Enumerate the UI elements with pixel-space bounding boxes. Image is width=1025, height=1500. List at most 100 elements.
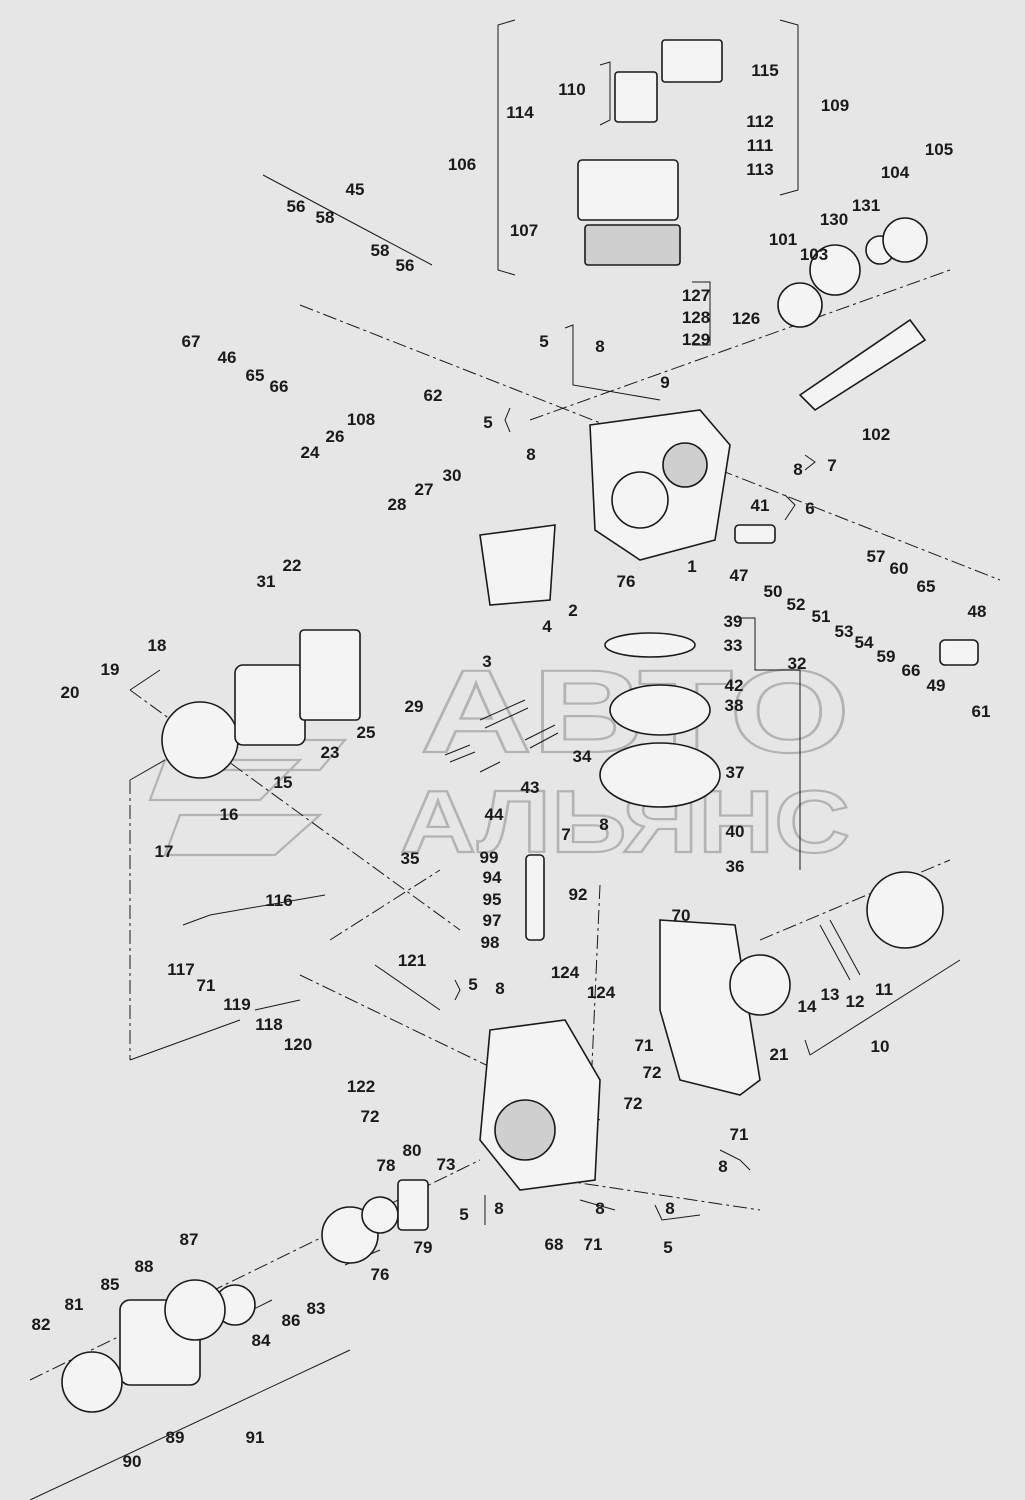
callout-119: 117 xyxy=(167,960,194,979)
callout-71: 71 xyxy=(730,1125,749,1144)
callout-72: 72 xyxy=(643,1063,662,1082)
callout-58: 58 xyxy=(371,241,390,260)
callout-92: 90 xyxy=(123,1452,142,1471)
callout-72: 71 xyxy=(635,1036,654,1055)
callout-45: 45 xyxy=(346,180,365,199)
callout-40: 40 xyxy=(726,822,745,841)
callout-66: 66 xyxy=(902,661,921,680)
callout-97: 94 xyxy=(483,868,502,887)
callout-19: 19 xyxy=(101,660,120,679)
callout-94: 91 xyxy=(246,1428,265,1447)
callout-42: 42 xyxy=(725,676,744,695)
callout-135: 130 xyxy=(820,210,848,229)
callout-52: 52 xyxy=(787,595,806,614)
callout-104: 102 xyxy=(862,425,890,444)
callout-60: 60 xyxy=(890,559,909,578)
callout-54: 54 xyxy=(855,633,874,652)
callout-12: 12 xyxy=(846,992,865,1011)
callout-127: 124 xyxy=(551,963,580,982)
rear-port-block xyxy=(479,1019,601,1191)
callout-110: 108 xyxy=(347,410,375,429)
callout-20: 20 xyxy=(61,683,80,702)
callout-8: 8 xyxy=(665,1199,674,1218)
callout-51: 51 xyxy=(812,607,831,626)
callout-49: 49 xyxy=(927,676,946,695)
callout-82: 80 xyxy=(403,1141,422,1160)
callout-57: 57 xyxy=(867,547,886,566)
piston-group xyxy=(729,871,944,1016)
callout-122: 120 xyxy=(284,1035,312,1054)
callout-9: 9 xyxy=(660,373,669,392)
callout-114: 112 xyxy=(746,112,773,131)
callout-89: 87 xyxy=(180,1230,199,1249)
callout-79: 76 xyxy=(371,1265,390,1284)
callout-46: 46 xyxy=(218,348,237,367)
callout-8: 8 xyxy=(595,1199,604,1218)
callout-101: 98 xyxy=(481,933,500,952)
callout-111: 109 xyxy=(821,96,849,115)
callout-7: 7 xyxy=(827,456,836,475)
callout-81: 79 xyxy=(414,1238,433,1257)
callout-48: 48 xyxy=(968,602,987,621)
callout-24: 24 xyxy=(301,443,320,462)
callout-3: 3 xyxy=(482,652,491,671)
callout-5: 5 xyxy=(539,332,548,351)
callout-8: 8 xyxy=(595,337,604,356)
callout-71: 71 xyxy=(197,976,216,995)
callout-95: 92 xyxy=(569,885,588,904)
callout-84: 82 xyxy=(32,1315,51,1334)
callout-15: 15 xyxy=(274,773,293,792)
cylinder-block xyxy=(161,629,361,779)
callout-88: 86 xyxy=(282,1311,301,1330)
callout-14: 14 xyxy=(798,997,817,1016)
callout-2: 2 xyxy=(568,601,577,620)
callout-10: 10 xyxy=(871,1037,890,1056)
callout-47: 47 xyxy=(730,566,749,585)
callout-6: 6 xyxy=(805,499,814,518)
springs xyxy=(444,699,559,773)
callout-5: 5 xyxy=(663,1238,672,1257)
callout-58: 58 xyxy=(316,208,335,227)
callout-66: 66 xyxy=(270,377,289,396)
callout-27: 27 xyxy=(415,480,434,499)
callout-128: 126 xyxy=(732,309,760,328)
callout-44: 44 xyxy=(485,805,504,824)
callout-4: 4 xyxy=(542,617,552,636)
callout-124: 121 xyxy=(398,951,426,970)
callout-5: 5 xyxy=(459,1205,468,1224)
callout-8: 8 xyxy=(599,815,608,834)
callout-8: 8 xyxy=(793,460,802,479)
callout-8: 8 xyxy=(495,979,504,998)
callout-65: 65 xyxy=(917,577,936,596)
adjuster-assembly xyxy=(734,524,979,666)
callout-120: 118 xyxy=(255,1015,282,1034)
callout-13: 13 xyxy=(821,985,840,1004)
callout-26: 26 xyxy=(326,427,345,446)
parts xyxy=(61,39,979,1413)
callout-22: 22 xyxy=(283,556,302,575)
callout-116: 114 xyxy=(506,103,534,122)
callout-73: 72 xyxy=(624,1094,643,1113)
callout-31: 31 xyxy=(257,572,276,591)
callout-32: 32 xyxy=(788,654,807,673)
callout-33: 33 xyxy=(724,636,743,655)
callout-36: 36 xyxy=(726,857,745,876)
callout-labels: 1 2 3 4 5 5 5 5 5 6 7 7 8 8 8 8 8 8 8 8 … xyxy=(32,61,991,1471)
callout-61: 61 xyxy=(972,702,991,721)
callout-38: 38 xyxy=(725,696,744,715)
callout-90: 88 xyxy=(135,1257,154,1276)
callout-29: 29 xyxy=(405,697,424,716)
drive-shaft xyxy=(777,217,928,412)
callout-56: 56 xyxy=(287,197,306,216)
callout-68: 68 xyxy=(545,1235,564,1254)
callout-8: 8 xyxy=(526,445,535,464)
swash-plate xyxy=(479,524,556,606)
callout-28: 28 xyxy=(388,495,407,514)
callout-85: 83 xyxy=(307,1299,326,1318)
callout-35: 35 xyxy=(401,849,420,868)
callout-87: 85 xyxy=(101,1275,120,1294)
callout-5: 5 xyxy=(483,413,492,432)
callout-67: 67 xyxy=(182,332,201,351)
callout-56: 56 xyxy=(396,256,415,275)
